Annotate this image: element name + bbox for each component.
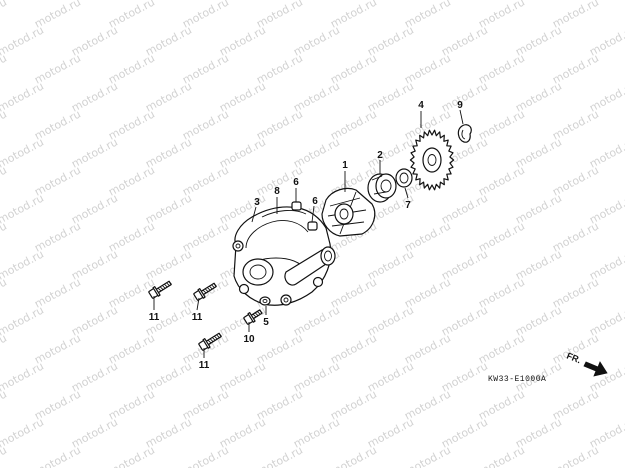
gear-bore	[427, 154, 437, 166]
bolt-11-lower	[198, 332, 222, 351]
watermark-text: motod.ru	[0, 51, 9, 86]
watermark-text: motod.ru	[0, 23, 46, 58]
snap-ring	[457, 124, 472, 143]
callout-10: 10	[243, 334, 255, 345]
watermark-text: motod.ru	[0, 303, 46, 338]
watermark-text: motod.ru	[0, 219, 9, 254]
watermark-text: motod.ru	[0, 359, 46, 394]
callout-11b: 11	[192, 312, 203, 323]
watermark-text: motod.ru	[328, 443, 379, 468]
callout-8: 8	[274, 186, 280, 197]
direction-indicator: FR.	[565, 351, 608, 377]
watermark-text: motod.ru	[0, 443, 9, 468]
watermark-text: motod.ru	[106, 443, 157, 468]
callout-5: 5	[263, 317, 269, 328]
washer	[259, 296, 271, 306]
watermark-text: motod.ru	[180, 443, 231, 468]
watermark-text: motod.ru	[0, 0, 9, 31]
callout-9: 9	[457, 100, 463, 111]
direction-arrow-icon	[583, 361, 608, 377]
watermark-text: motod.ru	[0, 135, 46, 170]
callout-6a: 6	[293, 177, 299, 188]
callout-11a: 11	[149, 312, 160, 323]
watermark-text: motod.ru	[0, 387, 9, 422]
bolt-11-middle	[193, 282, 217, 301]
watermark-text: motod.ru	[476, 443, 527, 468]
dowel-pins	[291, 201, 318, 231]
oil-seal	[395, 168, 413, 188]
impeller	[321, 187, 376, 237]
callout-6b: 6	[312, 196, 318, 207]
watermark-text: motod.ru	[32, 443, 83, 468]
callout-4: 4	[418, 100, 424, 111]
watermark-text: motod.ru	[0, 331, 9, 366]
callout-3: 3	[254, 197, 260, 208]
leader-lines	[153, 109, 464, 358]
watermark-text: motod.ru	[0, 79, 46, 114]
bolt-11-left	[148, 280, 172, 299]
bolts	[148, 280, 263, 351]
watermark-text: motod.ru	[0, 247, 46, 282]
watermark-text: motod.ru	[0, 0, 46, 3]
callout-11c: 11	[199, 360, 210, 371]
callouts: 1 2 3 4 5 6 6 7 8 9 10 11 11 11	[149, 100, 464, 371]
gasket	[261, 210, 307, 218]
watermark-text: motod.ru	[0, 191, 46, 226]
pump-cover	[232, 206, 336, 306]
pump-gear	[409, 129, 455, 191]
diagram-code: KW33-E1000A	[488, 375, 546, 384]
watermark-text: motod.ru	[0, 163, 9, 198]
watermark-text: motod.ru	[402, 443, 453, 468]
watermark-text: motod.ru	[0, 415, 46, 450]
mechanical-seal	[367, 173, 397, 203]
watermark-text: motod.ru	[0, 275, 9, 310]
gear-hub	[422, 147, 442, 173]
callout-2: 2	[377, 150, 383, 161]
bolt-10	[243, 309, 263, 325]
callout-7: 7	[405, 200, 411, 211]
callout-1: 1	[342, 160, 348, 171]
watermark-text: motod.ru	[254, 443, 305, 468]
watermark-text: motod.ru	[550, 443, 601, 468]
watermark-text: motod.ru	[0, 107, 9, 142]
